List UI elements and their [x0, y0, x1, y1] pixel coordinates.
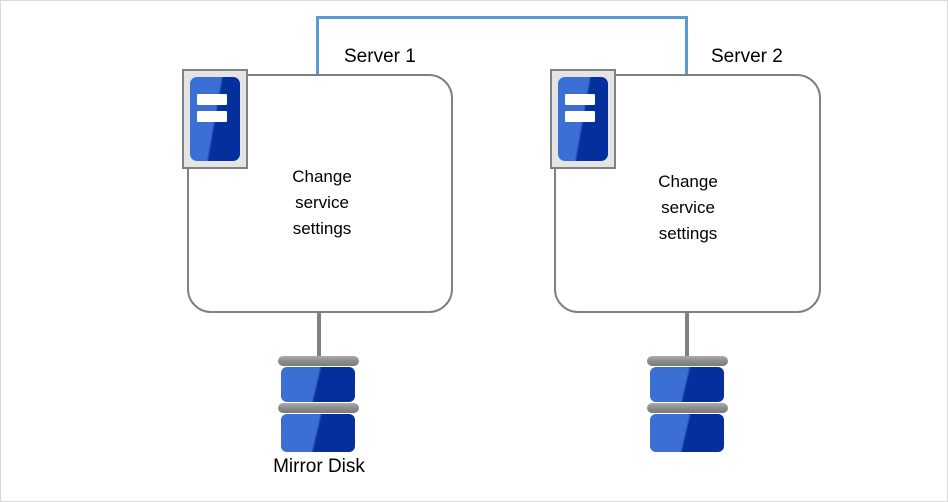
interconnect-link-leg-left [316, 16, 319, 74]
server-icon-bar-top [197, 93, 227, 105]
disk-1-plate-top [278, 356, 359, 366]
server-2-body-text: Change service settings [658, 172, 718, 243]
disk-2-plate-top [647, 356, 728, 366]
disk-1-label: Mirror Disk [273, 456, 365, 477]
server-icon-bar-bottom [197, 111, 227, 123]
server-icon-frame-2 [550, 69, 616, 169]
interconnect-link-top [316, 16, 688, 19]
disk-2-slab-bottom [650, 414, 724, 452]
disk-1-slab-bottom [281, 414, 355, 452]
server-2-disk-stem [685, 313, 689, 360]
server-icon-bar-bottom [565, 111, 595, 123]
disk-1-slab-top [281, 367, 355, 402]
interconnect-link-leg-right [685, 16, 688, 74]
disk-2-slab-top [650, 367, 724, 402]
disk-1-plate-mid [278, 403, 359, 413]
disk-2-plate-mid [647, 403, 728, 413]
server-2-label: Server 2 [711, 46, 783, 67]
server-icon-bar-top [565, 93, 595, 105]
server-1-disk-stem [317, 313, 321, 360]
server-icon-frame-1 [182, 69, 248, 169]
server-icon [190, 77, 240, 161]
server-1-body-text: Change service settings [292, 167, 352, 238]
server-icon [558, 77, 608, 161]
server-1-label: Server 1 [344, 46, 416, 67]
